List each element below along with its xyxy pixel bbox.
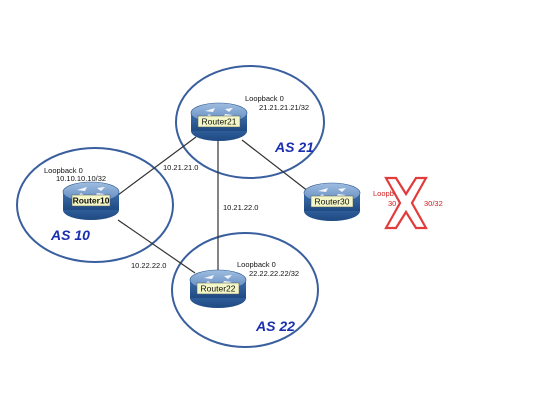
link-r21-r30: [241, 139, 314, 196]
failure-x-icon: [384, 176, 428, 230]
router10-loopback-ip: 10.10.10.10/32: [56, 174, 106, 183]
link-r10-r21: [117, 136, 197, 196]
router22-label: Router22: [201, 284, 236, 294]
as21-boundary: [175, 65, 325, 179]
link-r10-r22-label: 10.22.22.0: [131, 261, 166, 270]
router30-loopback-ip-a: 30: [388, 199, 396, 208]
as10-boundary: [16, 147, 174, 263]
router21-device[interactable]: Router21: [190, 102, 248, 142]
router22-loopback-title: Loopback 0: [237, 260, 276, 269]
router30-device[interactable]: Router30: [303, 182, 361, 222]
router30-label: Router30: [315, 197, 350, 207]
router10-loopback-title: Loopback 0: [44, 166, 83, 175]
router30-loopback-ip-b: 30/32: [424, 199, 443, 208]
link-r10-r22: [117, 219, 196, 274]
link-r10-r21-label: 10.21.21.0: [163, 163, 198, 172]
as10-label: AS 10: [50, 227, 90, 243]
router22-loopback-ip: 22.22.22.22/32: [249, 269, 299, 278]
as22-boundary: [171, 232, 319, 348]
router22-device[interactable]: Router22: [189, 269, 247, 309]
as21-label: AS 21: [274, 139, 314, 155]
router10-device[interactable]: Router10: [62, 181, 120, 221]
link-r21-r22-label: 10.21.22.0: [223, 203, 258, 212]
router21-loopback-title: Loopback 0: [245, 94, 284, 103]
router10-label: Router10: [73, 196, 110, 206]
router21-loopback-ip: 21.21.21.21/32: [259, 103, 309, 112]
as22-label: AS 22: [255, 318, 295, 334]
router30-loopback-title: Loopb: [373, 189, 394, 198]
router21-label: Router21: [202, 117, 237, 127]
